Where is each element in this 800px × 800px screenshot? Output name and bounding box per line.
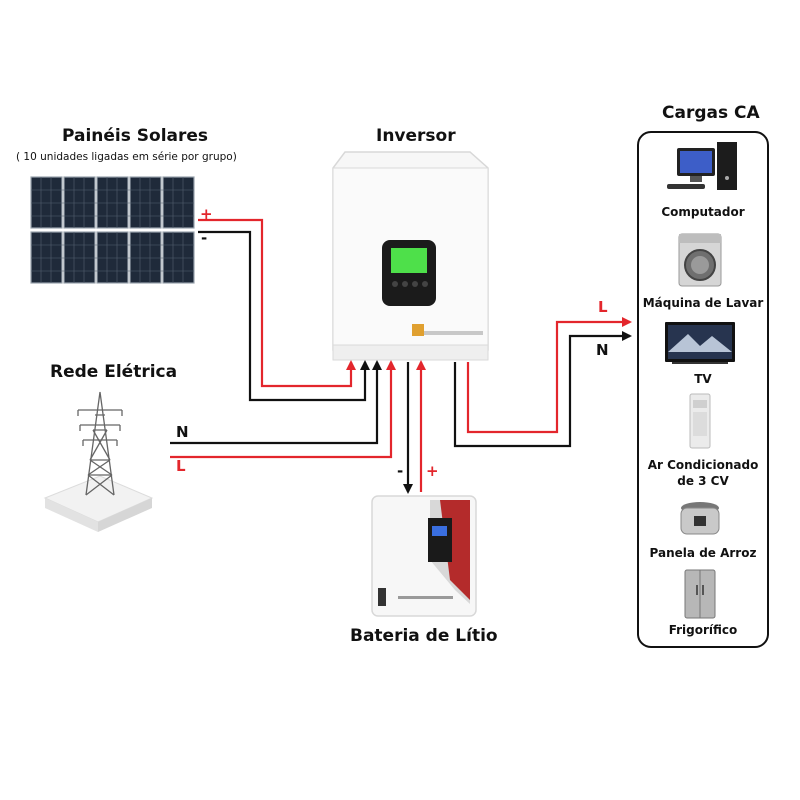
battery-positive-label: + [426,462,439,480]
output-neutral-label: N [596,341,609,359]
grid-live-label: L [176,457,186,475]
washing-machine-icon [678,233,722,287]
refrigerator-icon [684,569,716,619]
rice-cooker-icon [680,502,720,535]
grid-title: Rede Elétrica [50,362,178,382]
load-label-air-conditioner: Ar Condicionado de 3 CV [647,458,759,488]
load-label-rice-cooker: Panela de Arroz [649,546,757,560]
lithium-battery-device [371,495,477,617]
solar-panels-subtitle: ( 10 unidades ligadas em série por grupo… [16,151,237,163]
battery-negative-label: - [397,462,404,480]
inverter-device [332,151,489,361]
solar-panels-title: Painéis Solares [62,126,209,146]
tv-icon [665,322,735,364]
load-label-tv: TV [694,372,712,386]
inverter-title: Inversor [376,126,456,146]
grid-neutral-label: N [176,423,189,441]
loads-panel [637,131,769,648]
load-label-refrigerator: Frigorífico [668,623,738,637]
battery-title: Bateria de Lítio [350,626,498,646]
load-label-computer: Computador [661,205,745,219]
output-live-label: L [598,298,608,316]
air-conditioner-icon [689,393,711,449]
solar-panels-icon [30,176,195,284]
solar-negative-label: - [201,229,208,247]
loads-title: Cargas CA [662,103,760,123]
solar-positive-label: + [200,205,213,223]
load-label-washing-machine: Máquina de Lavar [642,296,764,310]
computer-icon [667,142,737,190]
transmission-tower-icon [43,391,154,532]
